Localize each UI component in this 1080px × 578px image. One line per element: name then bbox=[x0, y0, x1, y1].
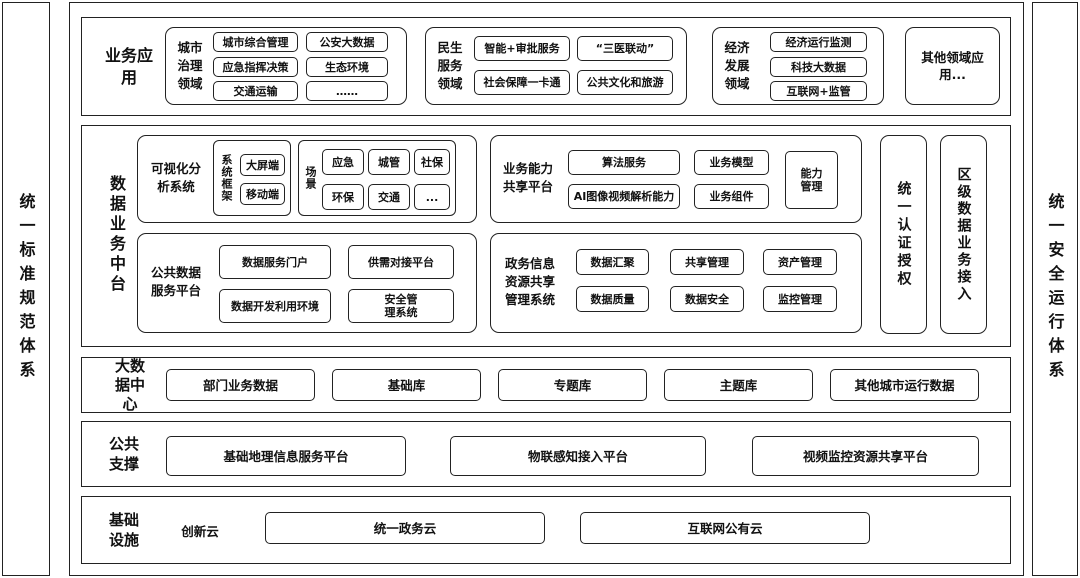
public-data-item[interactable]: 安全管理系统 bbox=[348, 289, 454, 323]
scene-item[interactable]: 城管 bbox=[368, 149, 410, 175]
capability-item[interactable]: AI图像视频解析能力 bbox=[568, 184, 680, 209]
gov-info-item[interactable]: 资产管理 bbox=[763, 249, 837, 275]
economy-app-item[interactable]: 经济运行监测 bbox=[770, 32, 867, 52]
capability-sharing-label: 业务能力共享平台 bbox=[502, 161, 553, 194]
support-platform-item[interactable]: 基础地理信息服务平台 bbox=[166, 436, 406, 476]
business-application-title: 业务应用 bbox=[105, 46, 154, 87]
city-app-item[interactable]: 城市综合管理 bbox=[213, 32, 298, 52]
support-platform-item[interactable]: 视频监控资源共享平台 bbox=[752, 436, 979, 476]
scene-label: 场景 bbox=[304, 166, 317, 190]
capability-item[interactable]: 算法服务 bbox=[568, 150, 680, 175]
livelihood-app-item[interactable]: 智能+审批服务 bbox=[474, 36, 570, 61]
capability-management-button[interactable]: 能力管理 bbox=[785, 151, 838, 209]
right-security-panel: 统一安全运行体系 bbox=[1032, 2, 1078, 576]
city-app-item[interactable]: 应急指挥决策 bbox=[213, 57, 298, 77]
gov-info-item[interactable]: 共享管理 bbox=[670, 249, 744, 275]
bigdata-item[interactable]: 专题库 bbox=[498, 369, 647, 401]
infrastructure-title: 基础设施 bbox=[108, 511, 139, 549]
public-support-title: 公共支撑 bbox=[108, 435, 139, 473]
district-data-access-label: 区级数据业务接入 bbox=[955, 166, 972, 303]
gov-info-item[interactable]: 数据安全 bbox=[670, 286, 744, 312]
cloud-item[interactable]: 互联网公有云 bbox=[580, 512, 870, 544]
public-data-service-label: 公共数据服务平台 bbox=[150, 265, 201, 298]
scene-item[interactable]: 环保 bbox=[322, 184, 364, 210]
livelihood-app-item[interactable]: “三医联动” bbox=[577, 36, 673, 61]
visual-analysis-label: 可视化分析系统 bbox=[150, 161, 201, 194]
gov-info-item[interactable]: 监控管理 bbox=[763, 286, 837, 312]
left-standards-label: 统一标准规范体系 bbox=[16, 192, 36, 385]
capability-item[interactable]: 业务组件 bbox=[694, 184, 769, 209]
framework-item[interactable]: 大屏端 bbox=[240, 154, 285, 176]
bigdata-item[interactable]: 主题库 bbox=[664, 369, 813, 401]
city-app-item[interactable]: 交通运输 bbox=[213, 81, 298, 101]
system-framework-label: 系统框架 bbox=[220, 154, 233, 202]
district-data-access-box[interactable] bbox=[940, 135, 987, 334]
bigdata-item[interactable]: 部门业务数据 bbox=[166, 369, 315, 401]
bigdata-item[interactable]: 基础库 bbox=[332, 369, 481, 401]
economy-app-item[interactable]: 互联网+监管 bbox=[770, 81, 867, 101]
scene-item[interactable]: 社保 bbox=[414, 149, 450, 175]
scene-item[interactable]: ... bbox=[414, 184, 450, 210]
livelihood-app-item[interactable]: 社会保障一卡通 bbox=[474, 70, 570, 95]
support-platform-item[interactable]: 物联感知接入平台 bbox=[450, 436, 706, 476]
unified-auth-box[interactable] bbox=[880, 135, 927, 334]
economy-app-item[interactable]: 科技大数据 bbox=[770, 57, 867, 77]
bigdata-item[interactable]: 其他城市运行数据 bbox=[830, 369, 979, 401]
capability-item[interactable]: 业务模型 bbox=[694, 150, 769, 175]
city-app-item[interactable]: …… bbox=[306, 81, 388, 101]
right-security-label: 统一安全运行体系 bbox=[1045, 192, 1065, 385]
other-domain-apps[interactable]: 其他领域应用... bbox=[905, 27, 1000, 105]
gov-info-item[interactable]: 数据汇聚 bbox=[576, 249, 649, 275]
economic-development-label: 经济发展领域 bbox=[724, 40, 750, 91]
unified-auth-label: 统一认证授权 bbox=[895, 180, 912, 289]
public-data-item[interactable]: 数据服务门户 bbox=[219, 245, 331, 279]
livelihood-app-item[interactable]: 公共文化和旅游 bbox=[577, 70, 673, 95]
bigdata-center-title: 大数据中心 bbox=[114, 356, 145, 413]
public-data-item[interactable]: 供需对接平台 bbox=[348, 245, 454, 279]
innovation-cloud-label: 创新云 bbox=[181, 523, 219, 539]
scene-item[interactable]: 交通 bbox=[368, 184, 410, 210]
livelihood-service-label: 民生服务领域 bbox=[437, 40, 463, 91]
framework-item[interactable]: 移动端 bbox=[240, 183, 285, 205]
city-app-item[interactable]: 公安大数据 bbox=[306, 32, 388, 52]
city-app-item[interactable]: 生态环境 bbox=[306, 57, 388, 77]
gov-info-sharing-label: 政务信息资源共享管理系统 bbox=[504, 256, 555, 307]
city-governance-label: 城市治理领域 bbox=[177, 40, 203, 91]
data-business-middle-title: 数据业务中台 bbox=[107, 175, 126, 295]
gov-info-item[interactable]: 数据质量 bbox=[576, 286, 649, 312]
public-data-item[interactable]: 数据开发利用环境 bbox=[219, 289, 331, 323]
left-standards-panel: 统一标准规范体系 bbox=[2, 2, 50, 576]
cloud-item[interactable]: 统一政务云 bbox=[265, 512, 545, 544]
scene-item[interactable]: 应急 bbox=[322, 149, 364, 175]
